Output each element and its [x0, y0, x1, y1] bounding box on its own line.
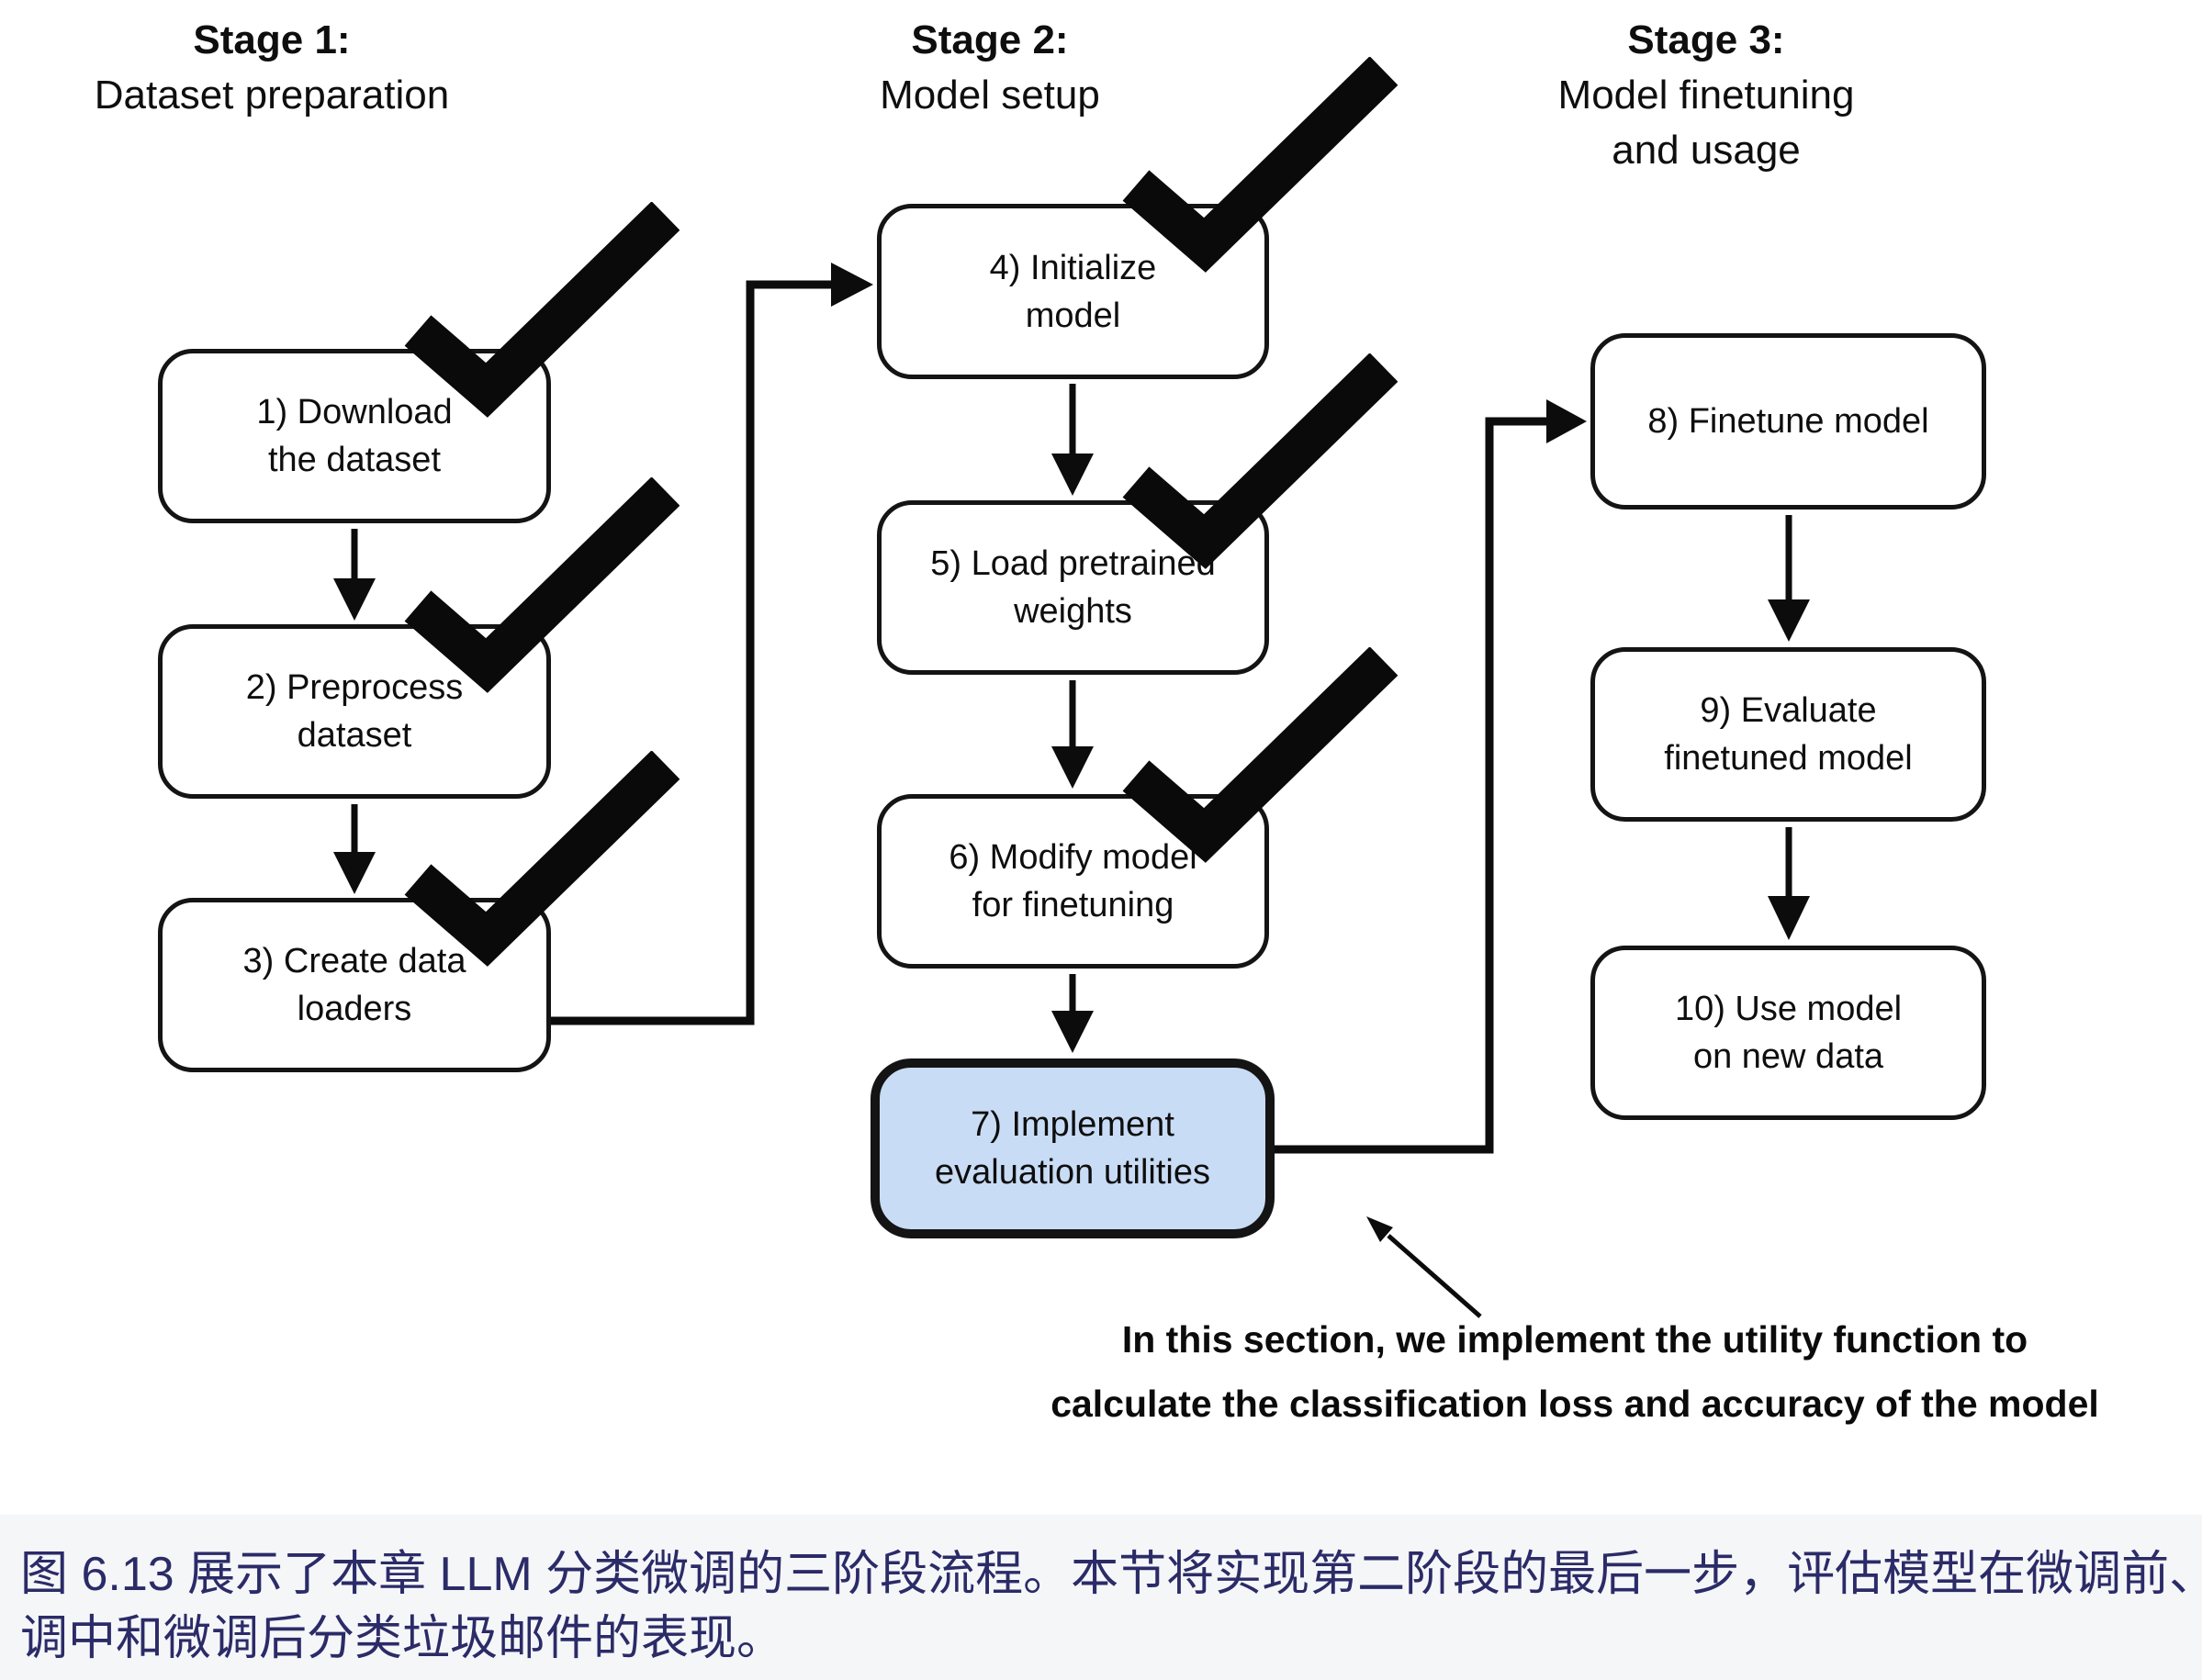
- box-load-pretrained-weights: 5) Load pretrained weights: [877, 500, 1269, 675]
- box-implement-evaluation-utilities: 7) Implement evaluation utilities: [871, 1058, 1275, 1238]
- box-modify-model-for-finetuning: 6) Modify model for finetuning: [877, 794, 1269, 969]
- box-initialize-model: 4) Initialize model: [877, 204, 1269, 379]
- box-label-line: 1) Download: [256, 393, 453, 431]
- connector-stage1-to-stage2: [551, 263, 873, 1025]
- figure-caption: 图 6.13 展示了本章 LLM 分类微调的三阶段流程。本节将实现第二阶段的最后…: [20, 1542, 2202, 1671]
- box-label-line: weights: [1014, 592, 1132, 631]
- box-label-line: model: [1025, 296, 1121, 335]
- box-preprocess-dataset: 2) Preprocess dataset: [158, 624, 551, 799]
- arrow-down-box1-box2: [333, 529, 376, 621]
- box-download-dataset: 1) Download the dataset: [158, 349, 551, 523]
- box-label-line: 6) Modify model: [949, 838, 1197, 877]
- box-label-line: 4) Initialize: [989, 248, 1157, 287]
- box-label-line: 3) Create data: [242, 942, 466, 980]
- stage-1-subtitle: Dataset preparation: [94, 73, 450, 118]
- box-label-line: on new data: [1692, 1037, 1884, 1076]
- box-label-line: 2) Preprocess: [245, 668, 464, 707]
- box-label-line: 9) Evaluate: [1700, 691, 1877, 730]
- annotation-line-1: In this section, we implement the utilit…: [1121, 1318, 2028, 1361]
- caption-background-strip: [0, 1515, 2202, 1680]
- stage-1-header: Stage 1: Dataset preparation: [15, 13, 529, 123]
- box-finetune-model: 8) Finetune model: [1590, 333, 1986, 510]
- arrow-down-box4-box5: [1051, 384, 1094, 496]
- box-create-data-loaders: 3) Create data loaders: [158, 898, 551, 1072]
- stage-3-header: Stage 3: Model finetuning and usage: [1449, 13, 1963, 178]
- box-use-model-on-new-data: 10) Use model on new data: [1590, 946, 1986, 1120]
- box-label-line: evaluation utilities: [935, 1153, 1210, 1192]
- stage-2-title: Stage 2:: [911, 17, 1069, 62]
- box-label-line: loaders: [297, 990, 412, 1028]
- caption-line-2: 调中和微调后分类垃圾邮件的表现。: [20, 1612, 785, 1665]
- box-evaluate-finetuned-model: 9) Evaluate finetuned model: [1590, 647, 1986, 822]
- box-label-line: dataset: [297, 716, 412, 755]
- stage-3-subtitle-line-1: Model finetuning: [1557, 73, 1855, 118]
- stage-3-subtitle-line-2: and usage: [1612, 128, 1801, 173]
- box-label-line: 7) Implement: [971, 1105, 1174, 1144]
- connector-stage2-to-stage3: [1273, 399, 1587, 1154]
- box-label-line: 5) Load pretrained: [930, 544, 1216, 583]
- arrow-down-box8-box9: [1768, 515, 1810, 642]
- arrow-down-box5-box6: [1051, 680, 1094, 789]
- box-label-line: 8) Finetune model: [1647, 402, 1929, 441]
- box-label-line: the dataset: [267, 441, 442, 479]
- arrow-down-box6-box7: [1051, 974, 1094, 1053]
- arrow-down-box9-box10: [1768, 827, 1810, 940]
- arrow-down-box2-box3: [333, 804, 376, 894]
- box-label-line: finetuned model: [1664, 739, 1913, 778]
- box-label-line: 10) Use model: [1674, 990, 1903, 1028]
- annotation-line-2: calculate the classification loss and ac…: [1050, 1383, 2099, 1425]
- annotation-text: In this section, we implement the utilit…: [964, 1307, 2185, 1436]
- caption-line-1: 图 6.13 展示了本章 LLM 分类微调的三阶段流程。本节将实现第二阶段的最后…: [20, 1548, 2202, 1601]
- annotation-arrow-icon: [1366, 1216, 1482, 1318]
- box-label-line: for finetuning: [972, 886, 1174, 924]
- stage-3-title: Stage 3:: [1627, 17, 1785, 62]
- stage-1-title: Stage 1:: [193, 17, 351, 62]
- stage-2-subtitle: Model setup: [880, 73, 1100, 118]
- stage-2-header: Stage 2: Model setup: [733, 13, 1247, 123]
